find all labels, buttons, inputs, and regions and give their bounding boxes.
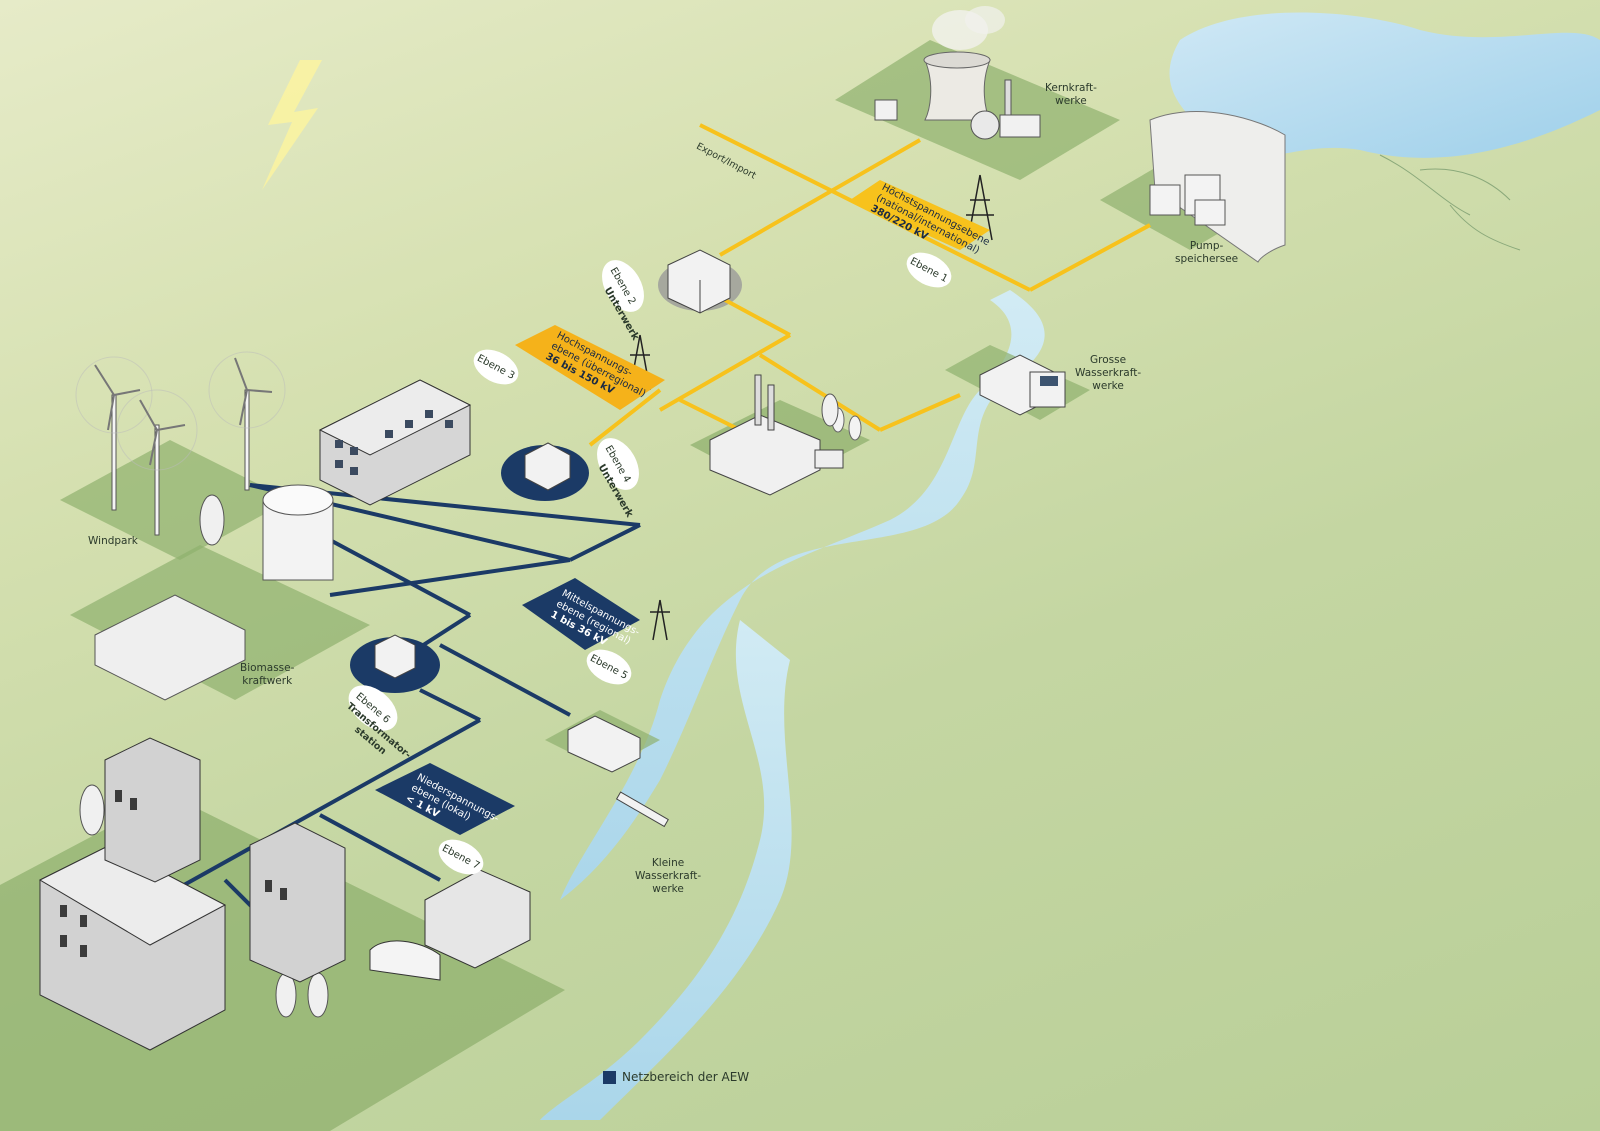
unterwerk4-building	[524, 442, 571, 491]
river-lower	[540, 620, 792, 1120]
nieder-box	[375, 763, 515, 835]
label-biomassekraftwerk: Biomasse- kraftwerk	[240, 662, 295, 687]
legend-label: Netzbereich der AEW	[622, 1070, 750, 1084]
lake	[1169, 12, 1600, 158]
lightning-icon	[262, 60, 322, 190]
label-grosse-wasserkraftwerke: Grosse Wasserkraft- werke	[1075, 354, 1142, 392]
river	[560, 290, 1045, 900]
hoch-box	[515, 325, 665, 410]
small-hydro	[615, 791, 669, 828]
legend: Netzbereich der AEW	[603, 1070, 749, 1084]
label-windpark: Windpark	[88, 535, 138, 547]
grosse-wasserkraftwerk	[979, 354, 1066, 416]
nuclear-plant	[874, 6, 1041, 140]
unterwerk2-building	[667, 249, 731, 314]
biomasse-buildings	[94, 484, 334, 701]
tile-windpark	[60, 440, 290, 560]
trafo-station	[374, 634, 416, 679]
office-building	[318, 379, 472, 506]
hoechst-box	[850, 180, 990, 250]
label-pumpspeichersee: Pump- speichersee	[1175, 240, 1239, 265]
city-buildings	[38, 737, 531, 1051]
mittel-box	[522, 578, 640, 650]
pump-dam	[1149, 111, 1286, 263]
trees	[79, 393, 839, 1018]
yellow-grid-lines	[588, 123, 1151, 447]
windpark	[75, 351, 286, 536]
label-kleine-wasserkraftwerke: Kleine Wasserkraft- werke	[635, 857, 702, 895]
legend-swatch	[603, 1070, 616, 1084]
label-kernkraftwerke: Kernkraft- werke	[1045, 82, 1097, 107]
small-house	[567, 715, 641, 773]
